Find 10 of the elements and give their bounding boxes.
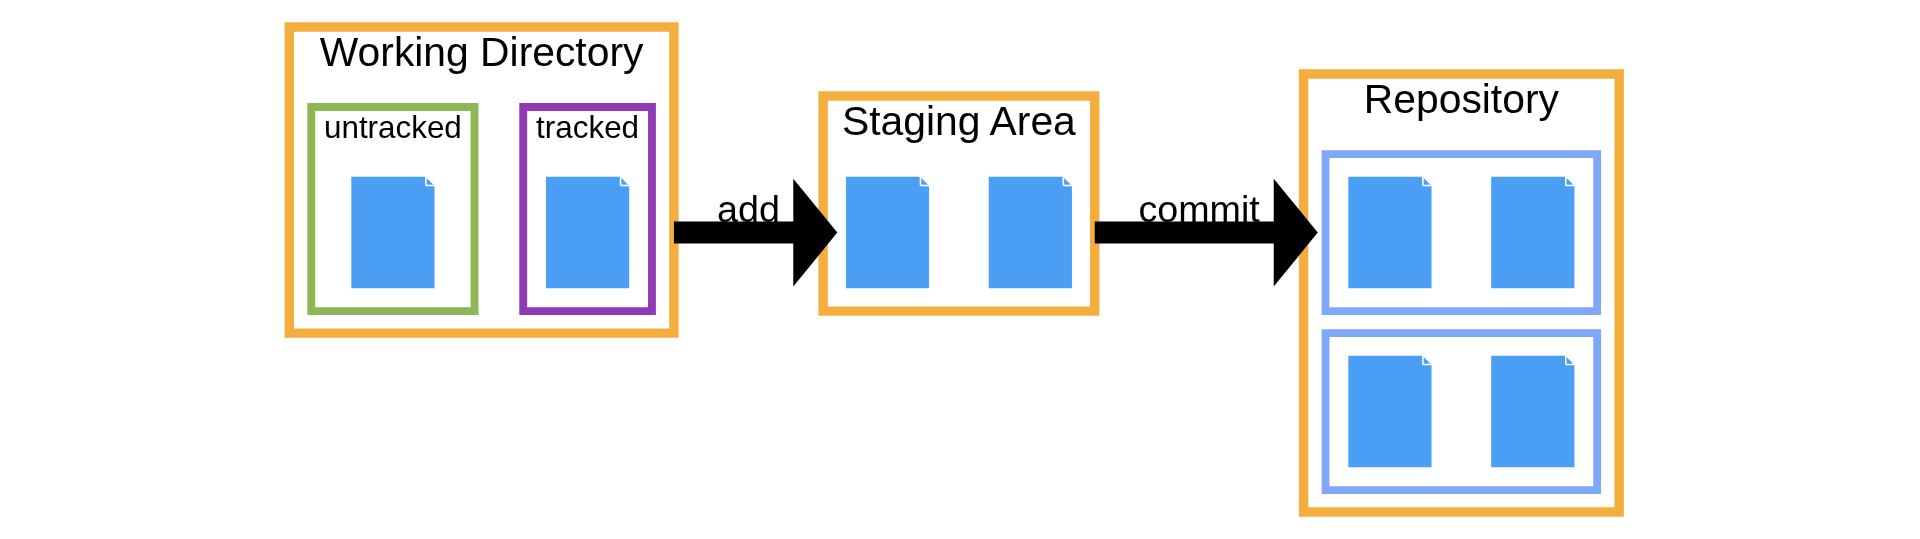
arrow bbox=[673, 178, 837, 287]
cluster: Repository bbox=[1298, 69, 1624, 517]
cluster: tracked bbox=[518, 103, 656, 316]
arrow bbox=[1094, 178, 1318, 287]
cluster bbox=[1321, 150, 1601, 316]
edge-label: commit bbox=[1137, 187, 1260, 230]
cluster: untracked bbox=[306, 103, 478, 316]
edge-label: add bbox=[716, 187, 780, 230]
cluster: Staging Area bbox=[817, 91, 1099, 316]
cluster bbox=[1321, 329, 1601, 495]
